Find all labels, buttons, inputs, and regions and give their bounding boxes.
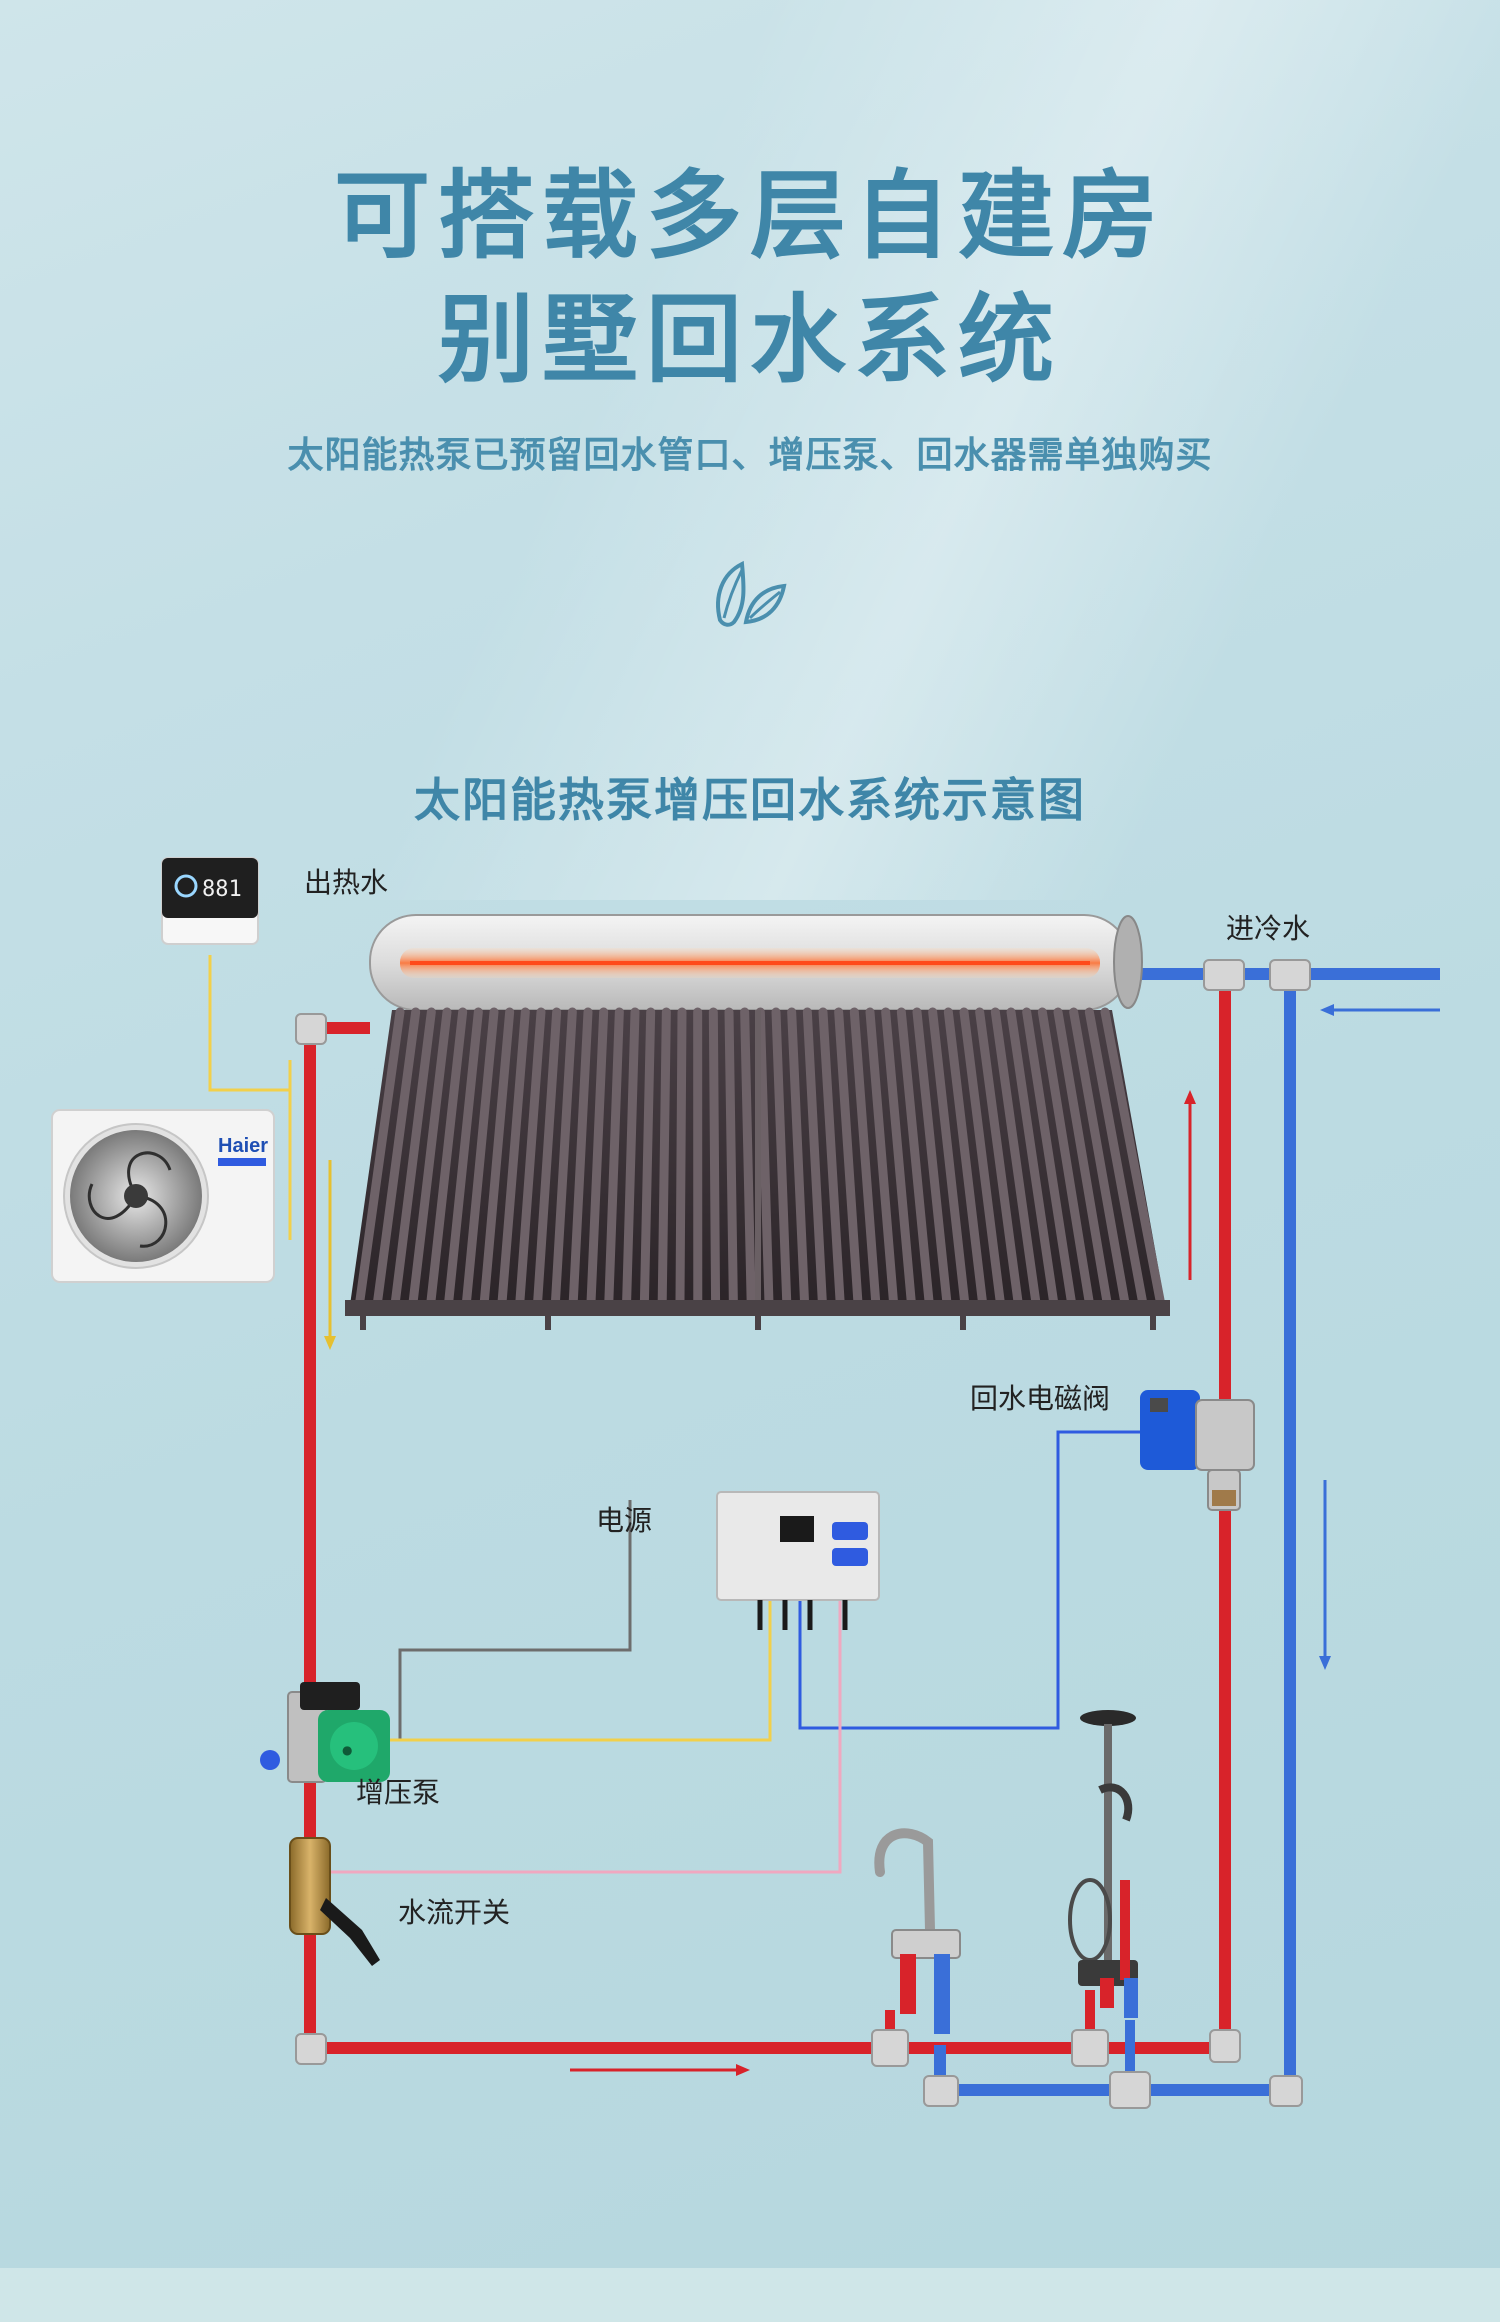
vacuum-tube bbox=[713, 1012, 715, 1300]
return-solenoid-valve bbox=[1140, 1390, 1254, 1510]
heat-pump-outdoor-unit: Haier bbox=[52, 1110, 274, 1282]
headline-line-2: 别墅回水系统 bbox=[0, 262, 1500, 401]
label-power-supply: 电源 bbox=[596, 1504, 652, 1537]
diagram-title: 太阳能热泵增压回水系统示意图 bbox=[0, 764, 1500, 830]
brand-logo: Haier bbox=[218, 1135, 268, 1157]
booster-pump: ● bbox=[260, 1682, 390, 1782]
label-booster-pump: 增压泵 bbox=[356, 1776, 440, 1809]
vacuum-tube bbox=[644, 1012, 650, 1300]
label-water-flow-switch: 水流开关 bbox=[398, 1896, 510, 1929]
label-cold-water-in: 进冷水 bbox=[1226, 912, 1310, 945]
bottom-band bbox=[0, 2268, 1500, 2322]
vacuum-tube bbox=[680, 1012, 682, 1300]
control-box bbox=[717, 1492, 879, 1630]
svg-text:●: ● bbox=[342, 1743, 352, 1757]
wall-controller: 881 bbox=[162, 858, 258, 944]
label-return-solenoid-valve: 回水电磁阀 bbox=[970, 1382, 1110, 1415]
controller-display: 881 bbox=[202, 877, 242, 902]
headline-line-1: 可搭载多层自建房 bbox=[0, 138, 1500, 277]
vacuum-tube bbox=[729, 1012, 733, 1300]
system-diagram: 881 Haier bbox=[0, 830, 1500, 2260]
solar-water-heater bbox=[345, 915, 1170, 1330]
vacuum-tube bbox=[662, 1012, 666, 1300]
water-flow-switch bbox=[290, 1838, 380, 1966]
label-hot-water-out: 出热水 bbox=[304, 866, 388, 899]
leaf-icon bbox=[712, 560, 788, 632]
shower-column bbox=[1070, 1710, 1138, 2018]
subtitle: 太阳能热泵已预留回水管口、增压泵、回水器需单独购买 bbox=[0, 426, 1500, 478]
faucet bbox=[879, 1833, 960, 2034]
